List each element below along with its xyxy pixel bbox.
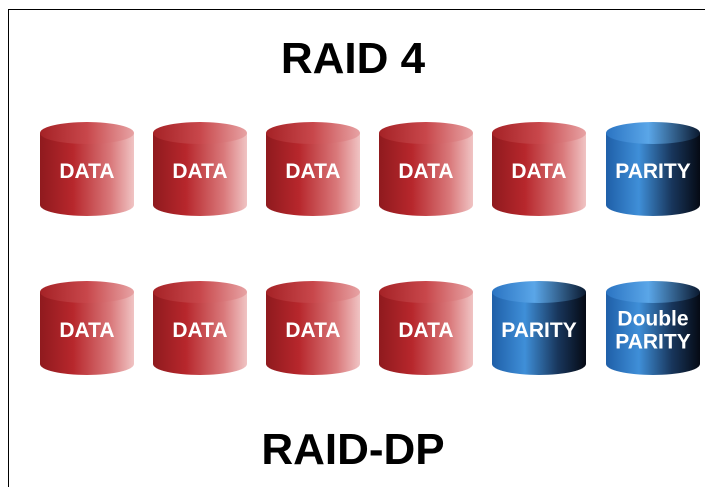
data-disk: DATA xyxy=(153,281,247,375)
disk-label: PARITY xyxy=(615,160,690,183)
diagram-frame xyxy=(8,9,705,487)
disk-label: DATA xyxy=(285,160,340,183)
data-disk: DATA xyxy=(492,122,586,216)
disk-top xyxy=(379,122,473,144)
disk-label: DATA xyxy=(59,160,114,183)
disk-label: DATA xyxy=(172,319,227,342)
data-disk: DATA xyxy=(153,122,247,216)
disk-top xyxy=(606,281,700,303)
data-disk: DATA xyxy=(40,122,134,216)
parity-disk: PARITY xyxy=(606,122,700,216)
disk-body xyxy=(606,133,700,216)
disk-body xyxy=(153,292,247,375)
disk-label: DATA xyxy=(511,160,566,183)
data-disk: DATA xyxy=(266,122,360,216)
disk-top xyxy=(266,122,360,144)
data-disk: DATA xyxy=(40,281,134,375)
parity-disk: PARITY xyxy=(492,281,586,375)
raid4-title: RAID 4 xyxy=(280,34,426,83)
disk-label: Double xyxy=(617,308,688,331)
disk-body xyxy=(606,292,700,375)
disk-top xyxy=(606,122,700,144)
disk-top xyxy=(266,281,360,303)
disk-top xyxy=(153,122,247,144)
disk-label: DATA xyxy=(59,319,114,342)
disk-body xyxy=(40,133,134,216)
raid-dp-title: RAID-DP xyxy=(261,425,445,474)
disk-label: DATA xyxy=(398,319,453,342)
disk-body xyxy=(153,133,247,216)
disk-label: PARITY xyxy=(501,319,576,342)
disk-label: DATA xyxy=(172,160,227,183)
disk-body xyxy=(492,133,586,216)
disk-body xyxy=(40,292,134,375)
disk-top xyxy=(40,122,134,144)
disk-top xyxy=(40,281,134,303)
disk-top xyxy=(379,281,473,303)
disk-top xyxy=(492,122,586,144)
disk-top xyxy=(492,281,586,303)
disk-top xyxy=(153,281,247,303)
disk-label: PARITY xyxy=(615,331,690,354)
disk-body xyxy=(266,133,360,216)
data-disk: DATA xyxy=(379,281,473,375)
disk-label: DATA xyxy=(398,160,453,183)
disk-body xyxy=(379,292,473,375)
data-disk: DATA xyxy=(266,281,360,375)
disk-label: DATA xyxy=(285,319,340,342)
data-disk: DATA xyxy=(379,122,473,216)
disk-body xyxy=(492,292,586,375)
disk-body xyxy=(379,133,473,216)
disk-body xyxy=(266,292,360,375)
